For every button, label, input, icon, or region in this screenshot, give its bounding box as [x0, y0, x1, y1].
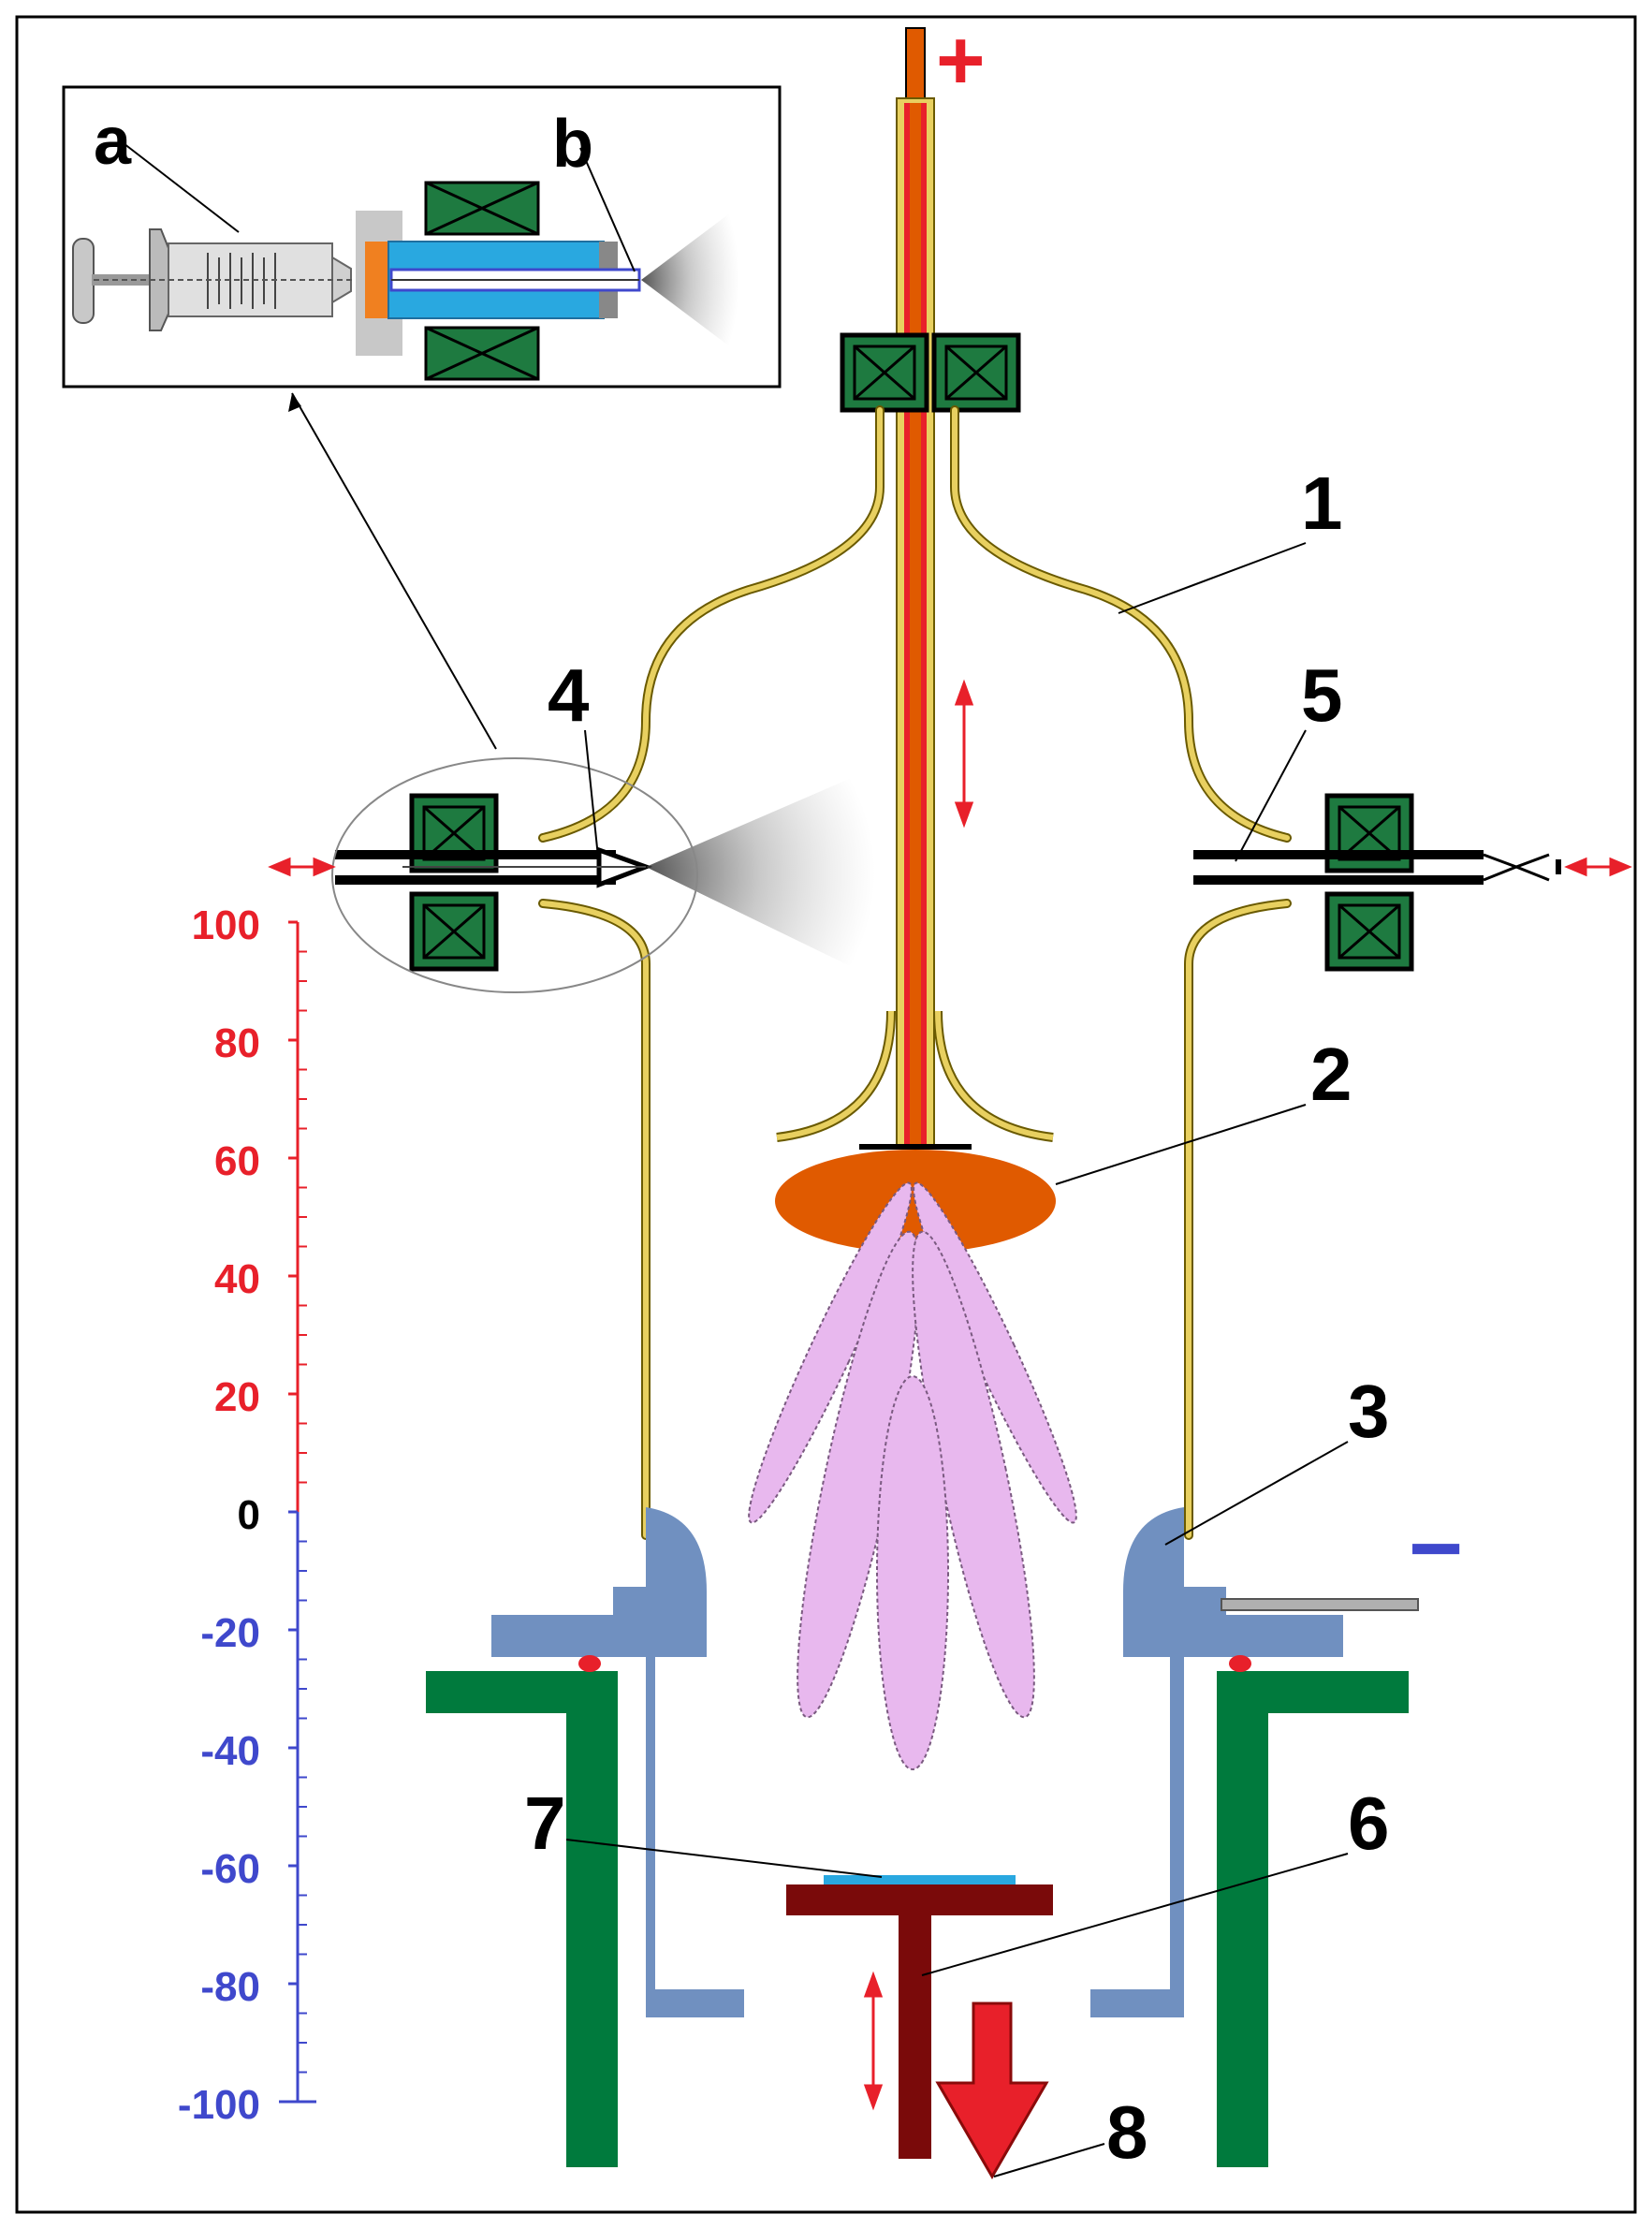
holder-move-arrow [863, 1971, 884, 2111]
leader-lines [565, 542, 1349, 2178]
positive-sign: + [936, 14, 986, 108]
magnet-side-right-bottom [1327, 894, 1411, 969]
plasma-discharge [748, 1181, 1077, 1770]
scale-label: 40 [214, 1256, 260, 1302]
label-4: 4 [548, 653, 590, 737]
label-5: 5 [1301, 653, 1343, 737]
inset-pointer-line [291, 392, 497, 750]
scale-label: 20 [214, 1374, 260, 1420]
scale-label: -40 [200, 1728, 260, 1774]
scale-label: -20 [200, 1610, 260, 1656]
spray-plume-left [646, 768, 875, 978]
scale-label: 80 [214, 1020, 260, 1066]
scale-label: -100 [178, 2082, 260, 2128]
scale-label: -80 [200, 1964, 260, 2010]
negative-sign: − [1409, 1496, 1463, 1601]
cathode-lead [1221, 1598, 1419, 1611]
nozzle-left [335, 846, 653, 888]
exhaust-arrow [935, 2002, 1049, 2179]
label-2: 2 [1310, 1033, 1352, 1116]
label-1: 1 [1301, 462, 1343, 545]
inset-magnet-top [424, 181, 540, 236]
label-7: 7 [524, 1782, 566, 1865]
seal-right [1229, 1655, 1251, 1672]
anode-rod [896, 27, 935, 1148]
scale-label: 100 [192, 902, 260, 948]
magnet-top-left [842, 335, 927, 410]
label-6: 6 [1348, 1782, 1390, 1865]
anode-move-arrow [954, 679, 974, 829]
inset-magnet-bottom [424, 326, 540, 381]
magnet-top-right [934, 335, 1018, 410]
cathode-right [1090, 1507, 1343, 2017]
housing-right [1217, 1671, 1409, 2167]
inset-detail: a b [62, 85, 782, 389]
scale-label: -60 [200, 1846, 260, 1892]
label-8: 8 [1106, 2090, 1148, 2174]
nozzle-right [1193, 850, 1561, 885]
cathode-left [491, 1507, 744, 2017]
scale-label: 0 [238, 1492, 260, 1538]
height-scale: 100 80 60 40 20 0 -20 -40 -60 -80 -100 [178, 902, 316, 2128]
inset-frame [62, 85, 782, 389]
inlet-arrow-right [1564, 857, 1632, 877]
housing-left [426, 1671, 618, 2167]
label-a: a [94, 104, 132, 179]
label-b: b [552, 107, 593, 182]
magnet-side-left-bottom [412, 894, 496, 969]
scale-label: 60 [214, 1138, 260, 1184]
outer-frame [15, 15, 1637, 2214]
inlet-arrow-left [268, 857, 336, 877]
seal-left [578, 1655, 601, 1672]
nozzle-detail-circle [331, 757, 698, 993]
substrate-holder [786, 1884, 1053, 2159]
inset-spray-plume [641, 206, 739, 354]
label-3: 3 [1348, 1370, 1390, 1453]
substrate [824, 1875, 1016, 1884]
nozzle-assembly [356, 181, 641, 381]
